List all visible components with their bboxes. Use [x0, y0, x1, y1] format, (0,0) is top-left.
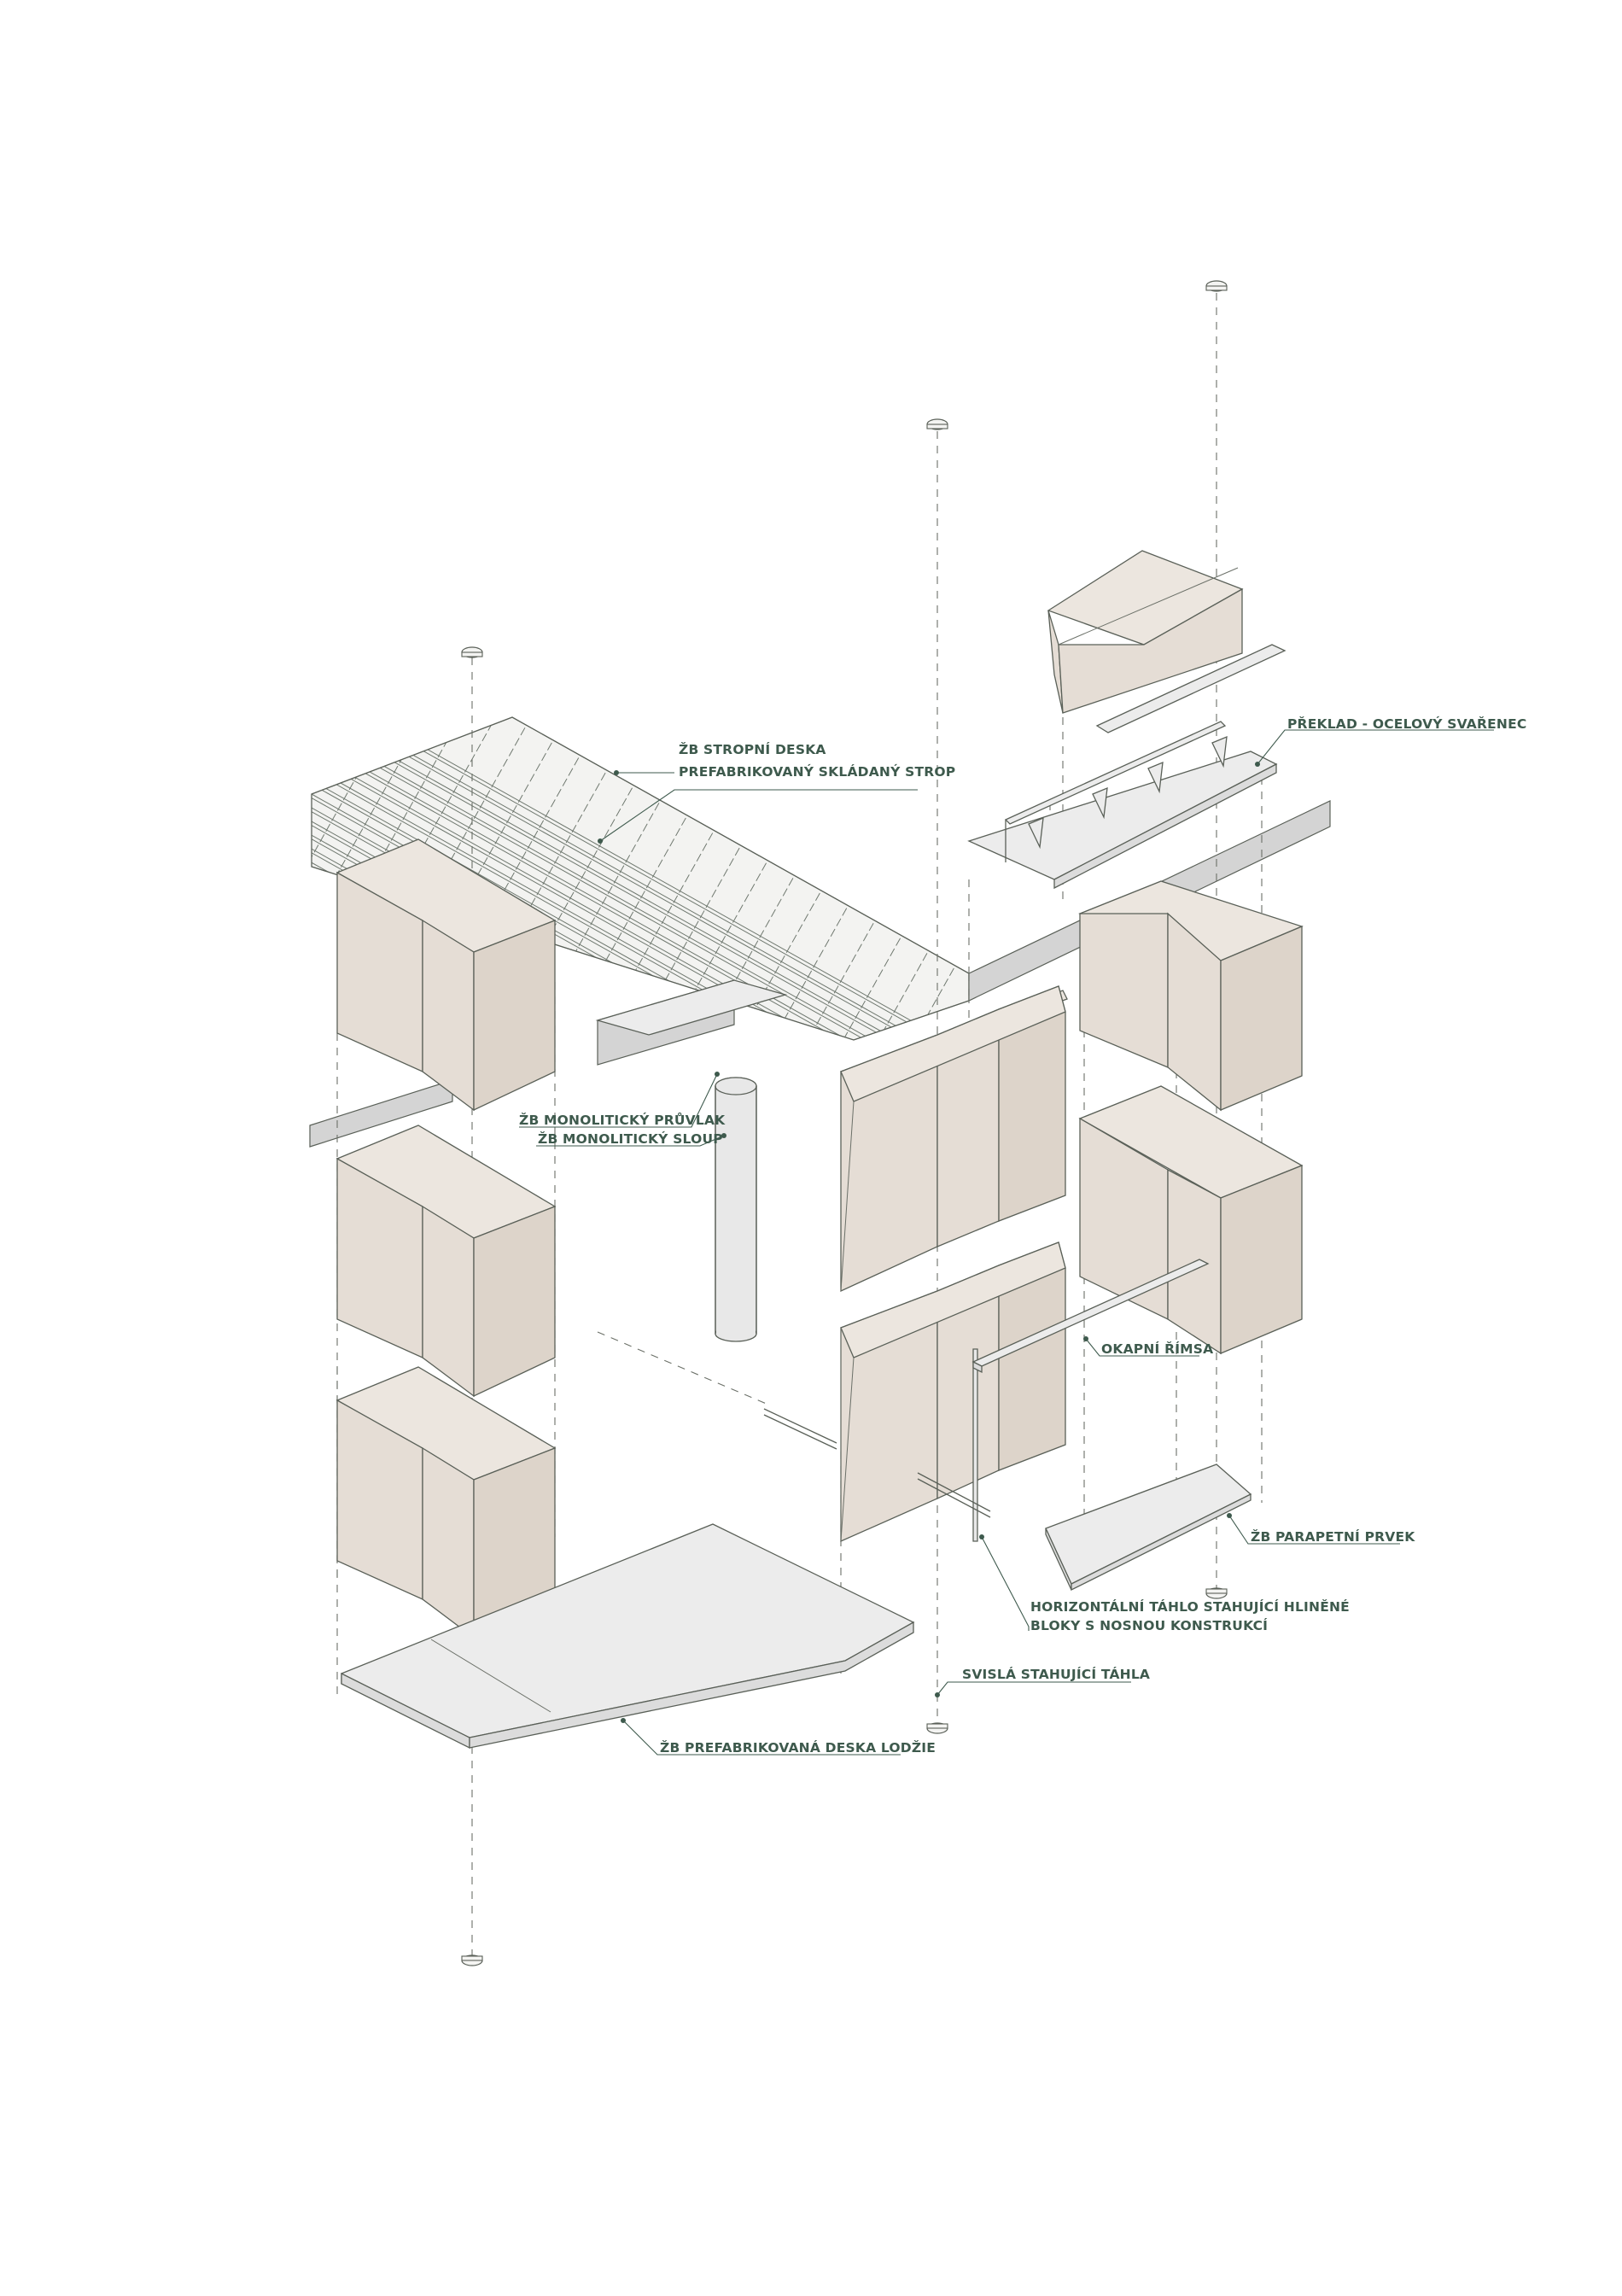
label-zb-stropni-deska: ŽB STROPNÍ DESKA — [679, 741, 826, 757]
earth-block-right-top — [1078, 880, 1304, 1112]
label-okapni-rimsa: OKAPNÍ ŘÍMSA — [1101, 1341, 1213, 1357]
vertical-tie-rods — [461, 280, 1228, 1966]
label-horizontalni-tahlo-1: HORIZONTÁLNÍ TÁHLO STAHUJÍCÍ HLINĚNÉ — [1030, 1598, 1350, 1615]
steel-lintel — [967, 721, 1278, 890]
label-zb-pruvlak: ŽB MONOLITICKÝ PRŮVLAK — [519, 1112, 726, 1128]
earth-block-left-middle — [335, 1125, 557, 1398]
monolithic-beam — [595, 979, 788, 1066]
label-zb-sloup: ŽB MONOLITICKÝ SLOUP — [538, 1130, 723, 1147]
leader-lines — [519, 729, 1494, 1756]
earth-block-center-top — [840, 985, 1068, 1293]
label-zb-deska-lodzie: ŽB PREFABRIKOVANÁ DESKA LODŽIE — [660, 1739, 936, 1756]
annotations: ŽB STROPNÍ DESKA PREFABRIKOVANÝ SKLÁDANÝ… — [519, 716, 1526, 1756]
parapet-element — [1045, 1463, 1252, 1592]
label-preklad: PŘEKLAD - OCELOVÝ SVAŘENEC — [1287, 716, 1526, 732]
earth-block-center-bottom — [840, 1241, 1066, 1542]
label-svisla-tahla: SVISLÁ STAHUJÍCÍ TÁHLA — [962, 1666, 1150, 1682]
label-prefabrikovany-strop: PREFABRIKOVANÝ SKLÁDANÝ STROP — [679, 763, 955, 780]
monolithic-column — [715, 1077, 757, 1342]
drip-cornice — [971, 1259, 1210, 1374]
horizontal-tie-rod — [763, 1348, 991, 1542]
earth-block-right-bottom — [1078, 1085, 1304, 1355]
earth-block-left-bottom — [335, 1366, 557, 1639]
lintel-earth-block — [1047, 550, 1244, 714]
label-zb-parapetni-prvek: ŽB PARAPETNÍ PRVEK — [1251, 1528, 1415, 1545]
label-horizontalni-tahlo-2: BLOKY S NOSNOU KONSTRUKCÍ — [1030, 1617, 1268, 1633]
loggia-slab — [341, 1523, 915, 1750]
steel-plate — [1095, 644, 1287, 733]
earth-block-left-top — [335, 838, 557, 1112]
